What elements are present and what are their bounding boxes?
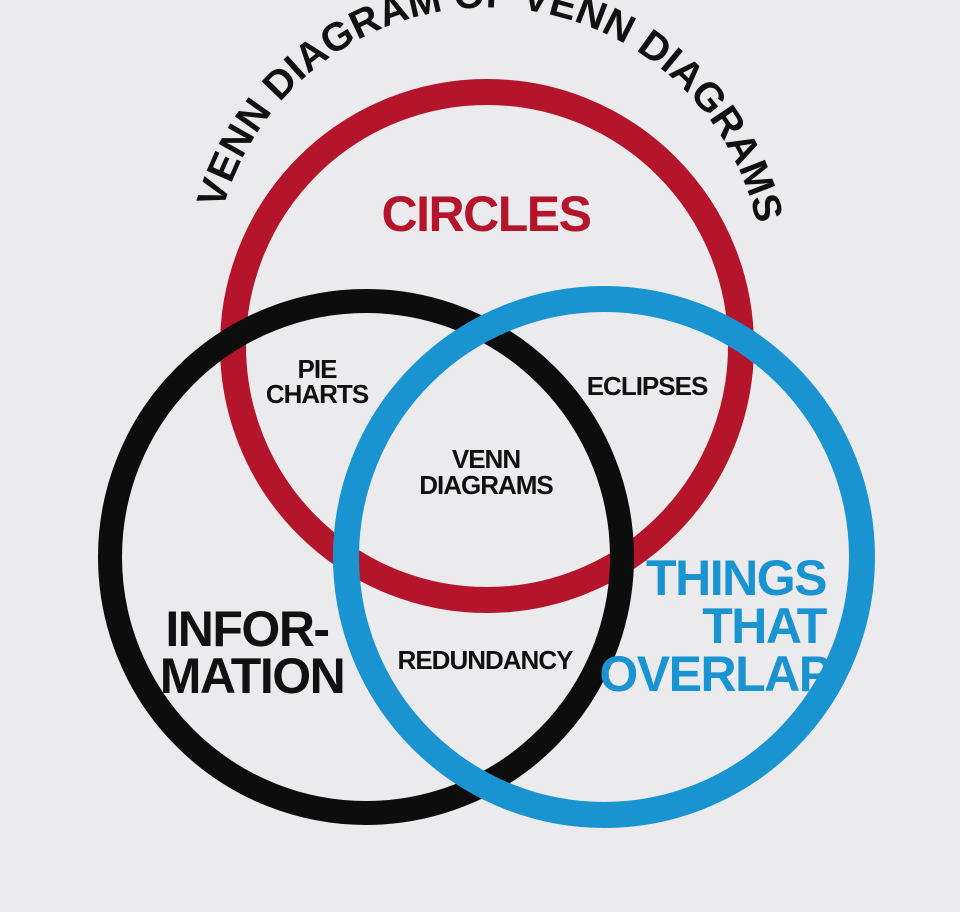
things-that-overlap-label-line1: THINGS — [646, 550, 826, 606]
circles-set-label: CIRCLES — [382, 186, 591, 242]
things-that-overlap-label-line3: OVERLAP — [599, 646, 830, 702]
information-set-label-line1: INFOR- — [165, 601, 328, 657]
eclipses-label: ECLIPSES — [587, 371, 708, 401]
information-set-label-line2: MATION — [160, 648, 344, 704]
circles-set-ring — [220, 79, 754, 613]
pie-charts-label-line2: CHARTS — [266, 379, 369, 409]
things-that-overlap-set-ring — [333, 286, 875, 828]
pie-charts-label-line1: PIE — [298, 354, 338, 384]
redundancy-label: REDUNDANCY — [398, 645, 574, 675]
venn-diagrams-center-label-line2: DIAGRAMS — [419, 470, 553, 500]
information-set-ring — [98, 289, 634, 825]
things-that-overlap-label-line2: THAT — [702, 598, 827, 654]
venn-diagrams-center-label-line1: VENN — [452, 444, 520, 474]
